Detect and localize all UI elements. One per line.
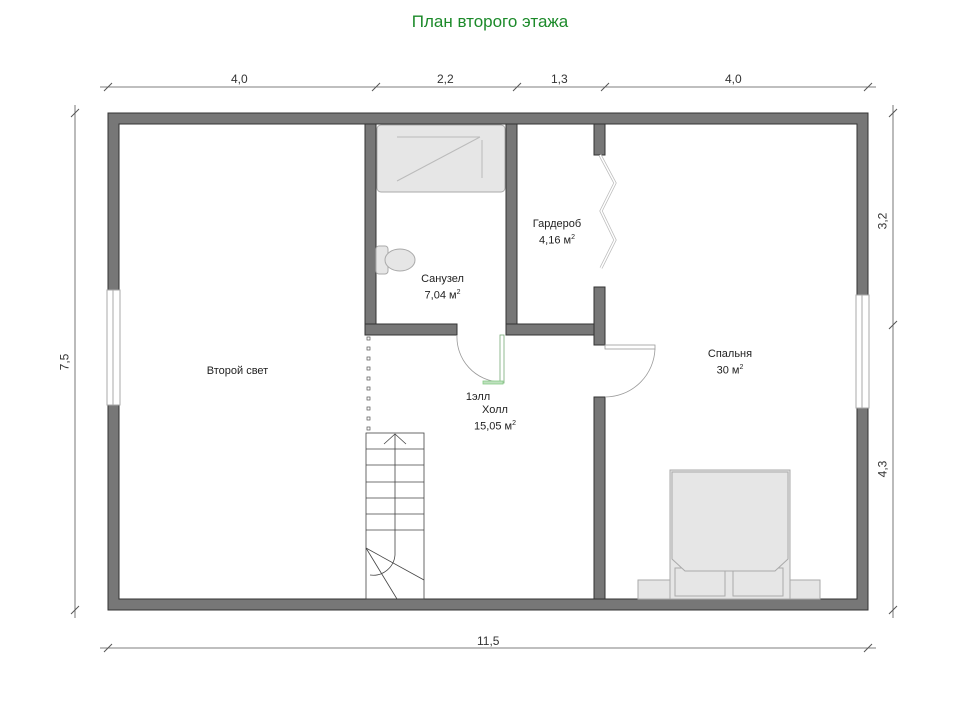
doors [456, 154, 656, 398]
dim-right-1: 3,2 [875, 212, 890, 230]
room-bathroom: Санузел 7,04 м2 [405, 273, 480, 303]
dim-bottom: 11,5 [477, 634, 500, 648]
room-hall: Холл 15,05 м2 [460, 404, 530, 434]
room-area: 30 м2 [716, 364, 744, 377]
room-area: 4,16 м2 [539, 234, 575, 247]
room-wardrobe: Гардероб 4,16 м2 [522, 218, 592, 248]
room-name: Спальня [707, 348, 753, 360]
stair-railing [366, 336, 371, 431]
room-name: Второй свет [206, 365, 269, 377]
dim-top-4: 4,0 [725, 72, 742, 86]
dim-top-1: 4,0 [231, 72, 248, 86]
staircase-icon[interactable] [365, 432, 425, 600]
interior-walls [364, 123, 606, 600]
room-area: 7,04 м2 [424, 289, 461, 302]
dimension-lines [70, 82, 898, 653]
dim-top-3: 1,3 [551, 72, 568, 86]
room-bedroom: Спальня 30 м2 [695, 348, 765, 378]
hall-stray-label: 1элл [465, 391, 491, 403]
bed-icon [637, 469, 821, 600]
dim-right-2: 4,3 [875, 460, 890, 478]
room-second-light: Второй свет [195, 365, 280, 378]
dim-top-2: 2,2 [437, 72, 454, 86]
room-name: Гардероб [532, 218, 582, 230]
exterior-walls [107, 112, 869, 611]
plan-title: План второго этажа [411, 12, 569, 31]
toilet-icon [375, 245, 416, 275]
room-name: Холл [482, 404, 508, 416]
bathtub-icon [376, 124, 506, 193]
room-name: Санузел [421, 273, 464, 285]
dim-left: 7,5 [57, 353, 72, 371]
room-area: 15,05 м2 [473, 420, 517, 433]
